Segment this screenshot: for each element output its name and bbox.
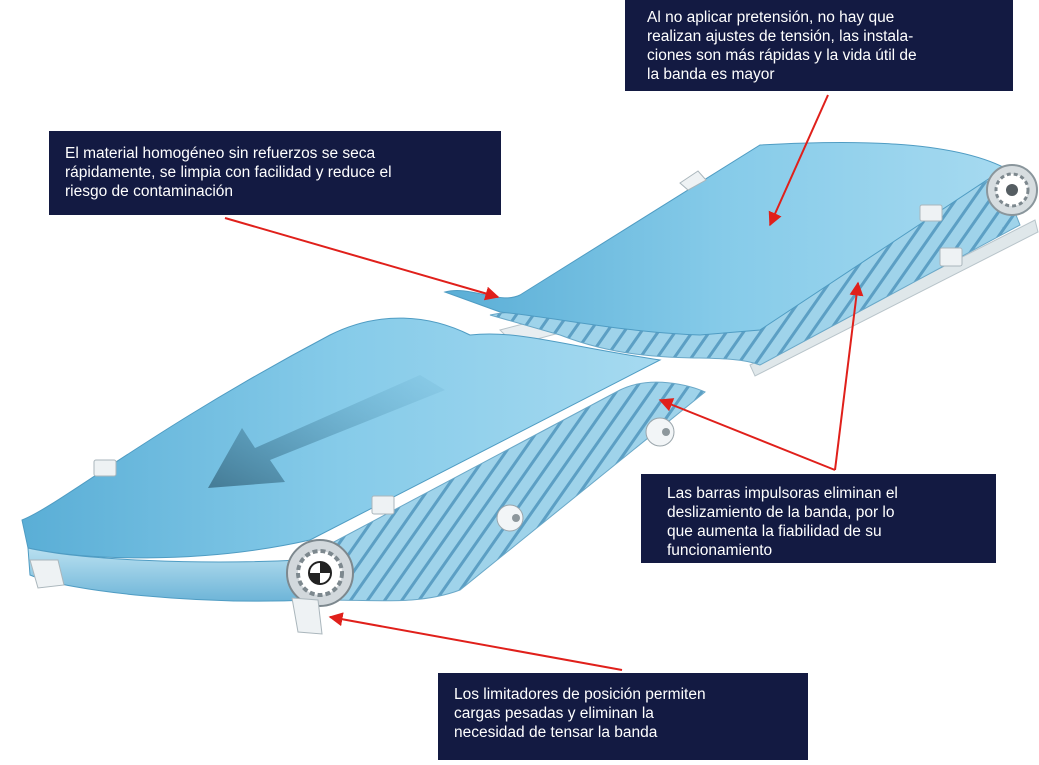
callout-no-pretension: Al no aplicar pretensión, no hay que rea… bbox=[625, 0, 1013, 91]
position-limiters bbox=[29, 459, 395, 635]
callout-drive-bars: Las barras impulsoras eliminan el desliz… bbox=[641, 474, 996, 563]
flow-direction-arrow bbox=[208, 375, 445, 488]
lower-belt-underside bbox=[299, 381, 706, 602]
pointer-arrow-material bbox=[224, 217, 500, 301]
drive-roller-right bbox=[986, 164, 1038, 216]
idler-wheels bbox=[496, 417, 675, 532]
callout-position-limiters: Los limitadores de posición permiten car… bbox=[438, 673, 808, 760]
pointer-arrows bbox=[224, 94, 864, 671]
pointer-arrow-limiters bbox=[328, 612, 623, 671]
lower-belt bbox=[21, 317, 706, 602]
pointer-arrow-bars-1 bbox=[658, 398, 836, 471]
lower-belt-top bbox=[21, 317, 662, 559]
pointer-arrow-tension bbox=[768, 94, 829, 227]
drive-roller-left bbox=[286, 539, 354, 607]
callout-homogeneous-material: El material homogéneo sin refuerzos se s… bbox=[49, 131, 501, 215]
upper-belt-top bbox=[443, 141, 1006, 336]
guide-blocks-upper bbox=[919, 204, 963, 267]
pointer-arrow-bars-2 bbox=[834, 281, 864, 471]
